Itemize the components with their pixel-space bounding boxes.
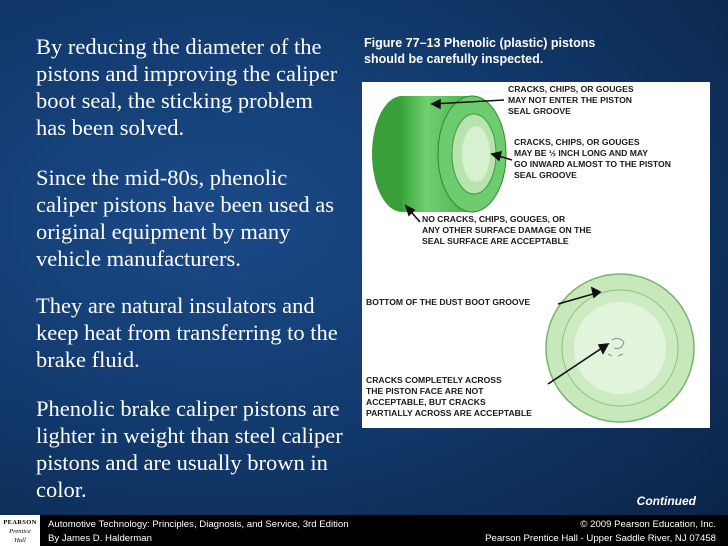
footer-bar: PEARSON Prentice Hall Automotive Technol… xyxy=(0,515,728,546)
paragraph-insulators: They are natural insulators and keep hea… xyxy=(36,293,338,372)
caption-line-2: should be carefully inspected. xyxy=(364,52,544,66)
pearson-logo: PEARSON Prentice Hall xyxy=(0,515,40,546)
label-c1: NO CRACKS, CHIPS, GOUGES, OR xyxy=(422,214,566,224)
label-b2: MAY BE ½ INCH LONG AND MAY xyxy=(514,148,648,158)
label-a2: MAY NOT ENTER THE PISTON xyxy=(508,95,632,105)
book-title: Automotive Technology: Principles, Diagn… xyxy=(48,519,349,530)
label-e2: THE PISTON FACE ARE NOT xyxy=(366,386,484,396)
label-c3: SEAL SURFACE ARE ACCEPTABLE xyxy=(422,236,569,246)
label-c2: ANY OTHER SURFACE DAMAGE ON THE xyxy=(422,225,592,235)
piston-side-view xyxy=(372,95,507,213)
paragraph-lighter-weight: Phenolic brake caliper pistons are light… xyxy=(36,396,343,502)
leader-lines xyxy=(404,98,610,385)
caption-line-1: Figure 77–13 Phenolic (plastic) pistons xyxy=(364,36,596,50)
figure-caption: Figure 77–13 Phenolic (plastic) pistons … xyxy=(364,35,654,67)
label-a1: CRACKS, CHIPS, OR GOUGES xyxy=(508,84,634,94)
paragraph-mid-80s: Since the mid-80s, phenolic caliper pist… xyxy=(36,165,335,271)
continued-label: Continued xyxy=(636,494,696,508)
label-d1: BOTTOM OF THE DUST BOOT GROOVE xyxy=(366,297,530,307)
piston-inspection-figure: CRACKS, CHIPS, OR GOUGES MAY NOT ENTER T… xyxy=(362,82,710,428)
label-e4: PARTIALLY ACROSS ARE ACCEPTABLE xyxy=(366,408,532,418)
label-e3: ACCEPTABLE, BUT CRACKS xyxy=(366,397,486,407)
label-b4: SEAL GROOVE xyxy=(514,170,577,180)
piston-illustration: CRACKS, CHIPS, OR GOUGES MAY NOT ENTER T… xyxy=(366,84,695,423)
piston-face-view xyxy=(545,273,695,423)
publisher-address: Pearson Prentice Hall - Upper Saddle Riv… xyxy=(485,533,716,544)
label-b1: CRACKS, CHIPS, OR GOUGES xyxy=(514,137,640,147)
label-a3: SEAL GROOVE xyxy=(508,106,571,116)
label-b3: GO INWARD ALMOST TO THE PISTON xyxy=(514,159,671,169)
paragraph-pistons-diameter: By reducing the diameter of the pistons … xyxy=(36,34,338,140)
label-e1: CRACKS COMPLETELY ACROSS xyxy=(366,375,502,385)
copyright-notice: © 2009 Pearson Education, Inc. xyxy=(580,519,716,530)
author-credit: By James D. Halderman xyxy=(48,533,152,544)
